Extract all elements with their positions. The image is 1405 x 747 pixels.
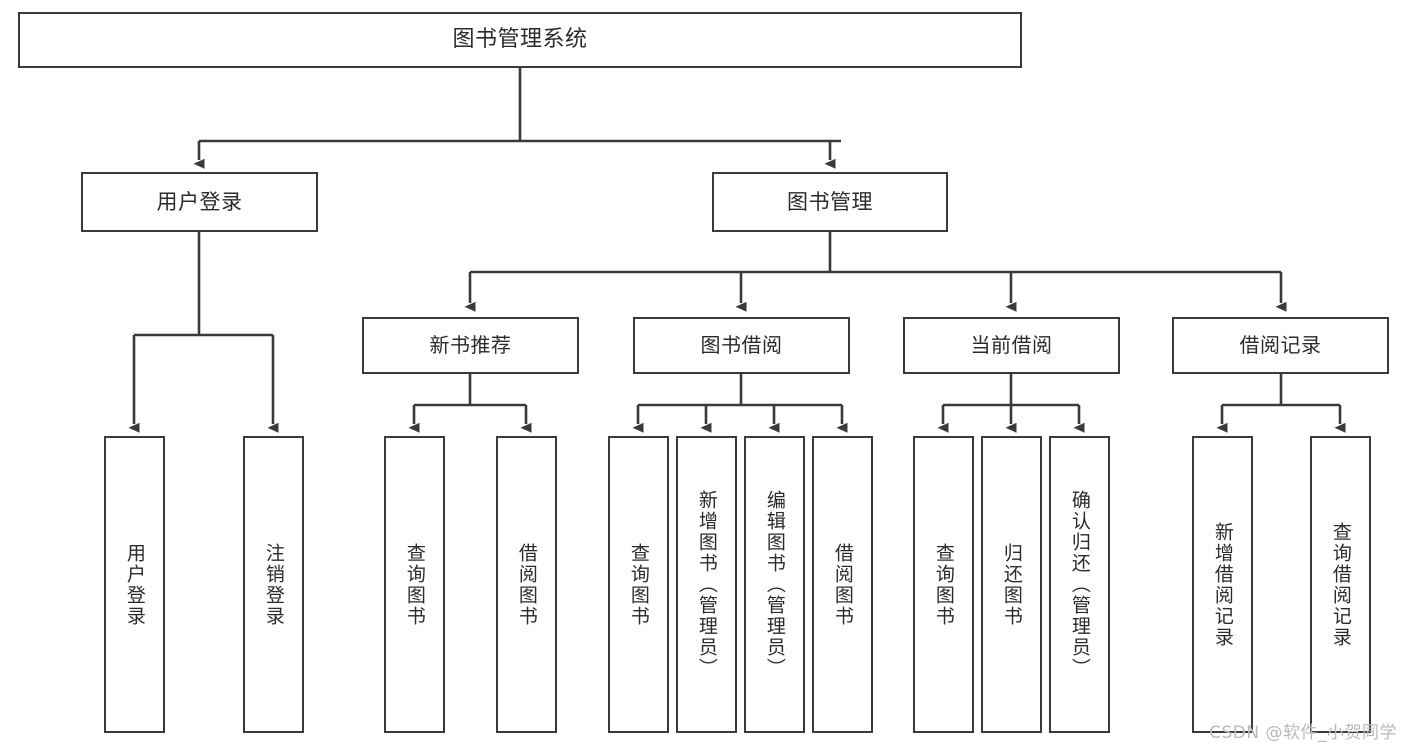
leaf-label: 编辑图书（管理员） xyxy=(763,490,786,679)
leaf-current-borrow-return-book[interactable]: 归还图书 xyxy=(981,436,1042,733)
csdn-watermark: CSDN @软件_小贺同学 xyxy=(1209,723,1397,743)
leaf-book-borrow-add-book-admin[interactable]: 新增图书（管理员） xyxy=(676,436,737,733)
node-borrow-record-label: 借阅记录 xyxy=(1239,332,1322,357)
node-current-borrow[interactable]: 当前借阅 xyxy=(903,317,1120,374)
leaf-label: 注销登录 xyxy=(262,542,285,627)
node-user-login[interactable]: 用户登录 xyxy=(81,172,318,232)
leaf-label: 用户登录 xyxy=(123,542,146,627)
node-new-book-recommend-label: 新书推荐 xyxy=(429,332,512,357)
node-root-label: 图书管理系统 xyxy=(452,27,588,53)
node-user-login-label: 用户登录 xyxy=(156,189,243,214)
node-borrow-record[interactable]: 借阅记录 xyxy=(1172,317,1389,374)
leaf-book-borrow-query-book[interactable]: 查询图书 xyxy=(608,436,669,733)
leaf-label: 借阅图书 xyxy=(831,542,854,627)
node-book-borrow-label: 图书借阅 xyxy=(700,332,783,357)
leaf-label: 新增借阅记录 xyxy=(1211,521,1234,648)
node-book-management-label: 图书管理 xyxy=(787,189,873,214)
leaf-new-book-query-book[interactable]: 查询图书 xyxy=(384,436,445,733)
leaf-label: 借阅图书 xyxy=(515,542,538,627)
node-current-borrow-label: 当前借阅 xyxy=(970,332,1053,357)
leaf-borrow-record-query-record[interactable]: 查询借阅记录 xyxy=(1310,436,1371,733)
leaf-label: 归还图书 xyxy=(1000,542,1023,627)
node-root[interactable]: 图书管理系统 xyxy=(18,12,1022,68)
leaf-label: 查询图书 xyxy=(627,542,650,627)
leaf-borrow-record-add-record[interactable]: 新增借阅记录 xyxy=(1192,436,1253,733)
leaf-label: 新增图书（管理员） xyxy=(695,490,718,679)
leaf-book-borrow-edit-book-admin[interactable]: 编辑图书（管理员） xyxy=(744,436,805,733)
leaf-user-login-login[interactable]: 用户登录 xyxy=(104,436,165,733)
leaf-label: 查询图书 xyxy=(403,542,426,627)
leaf-label: 查询借阅记录 xyxy=(1329,521,1352,648)
leaf-current-borrow-confirm-return-admin[interactable]: 确认归还（管理员） xyxy=(1049,436,1110,733)
leaf-user-login-logout[interactable]: 注销登录 xyxy=(243,436,304,733)
node-book-management[interactable]: 图书管理 xyxy=(712,172,948,232)
leaf-new-book-borrow-book[interactable]: 借阅图书 xyxy=(496,436,557,733)
leaf-book-borrow-borrow-book[interactable]: 借阅图书 xyxy=(812,436,873,733)
leaf-label: 查询图书 xyxy=(932,542,955,627)
leaf-current-borrow-query-book[interactable]: 查询图书 xyxy=(913,436,974,733)
node-book-borrow[interactable]: 图书借阅 xyxy=(633,317,850,374)
node-new-book-recommend[interactable]: 新书推荐 xyxy=(362,317,579,374)
leaf-label: 确认归还（管理员） xyxy=(1068,490,1091,679)
